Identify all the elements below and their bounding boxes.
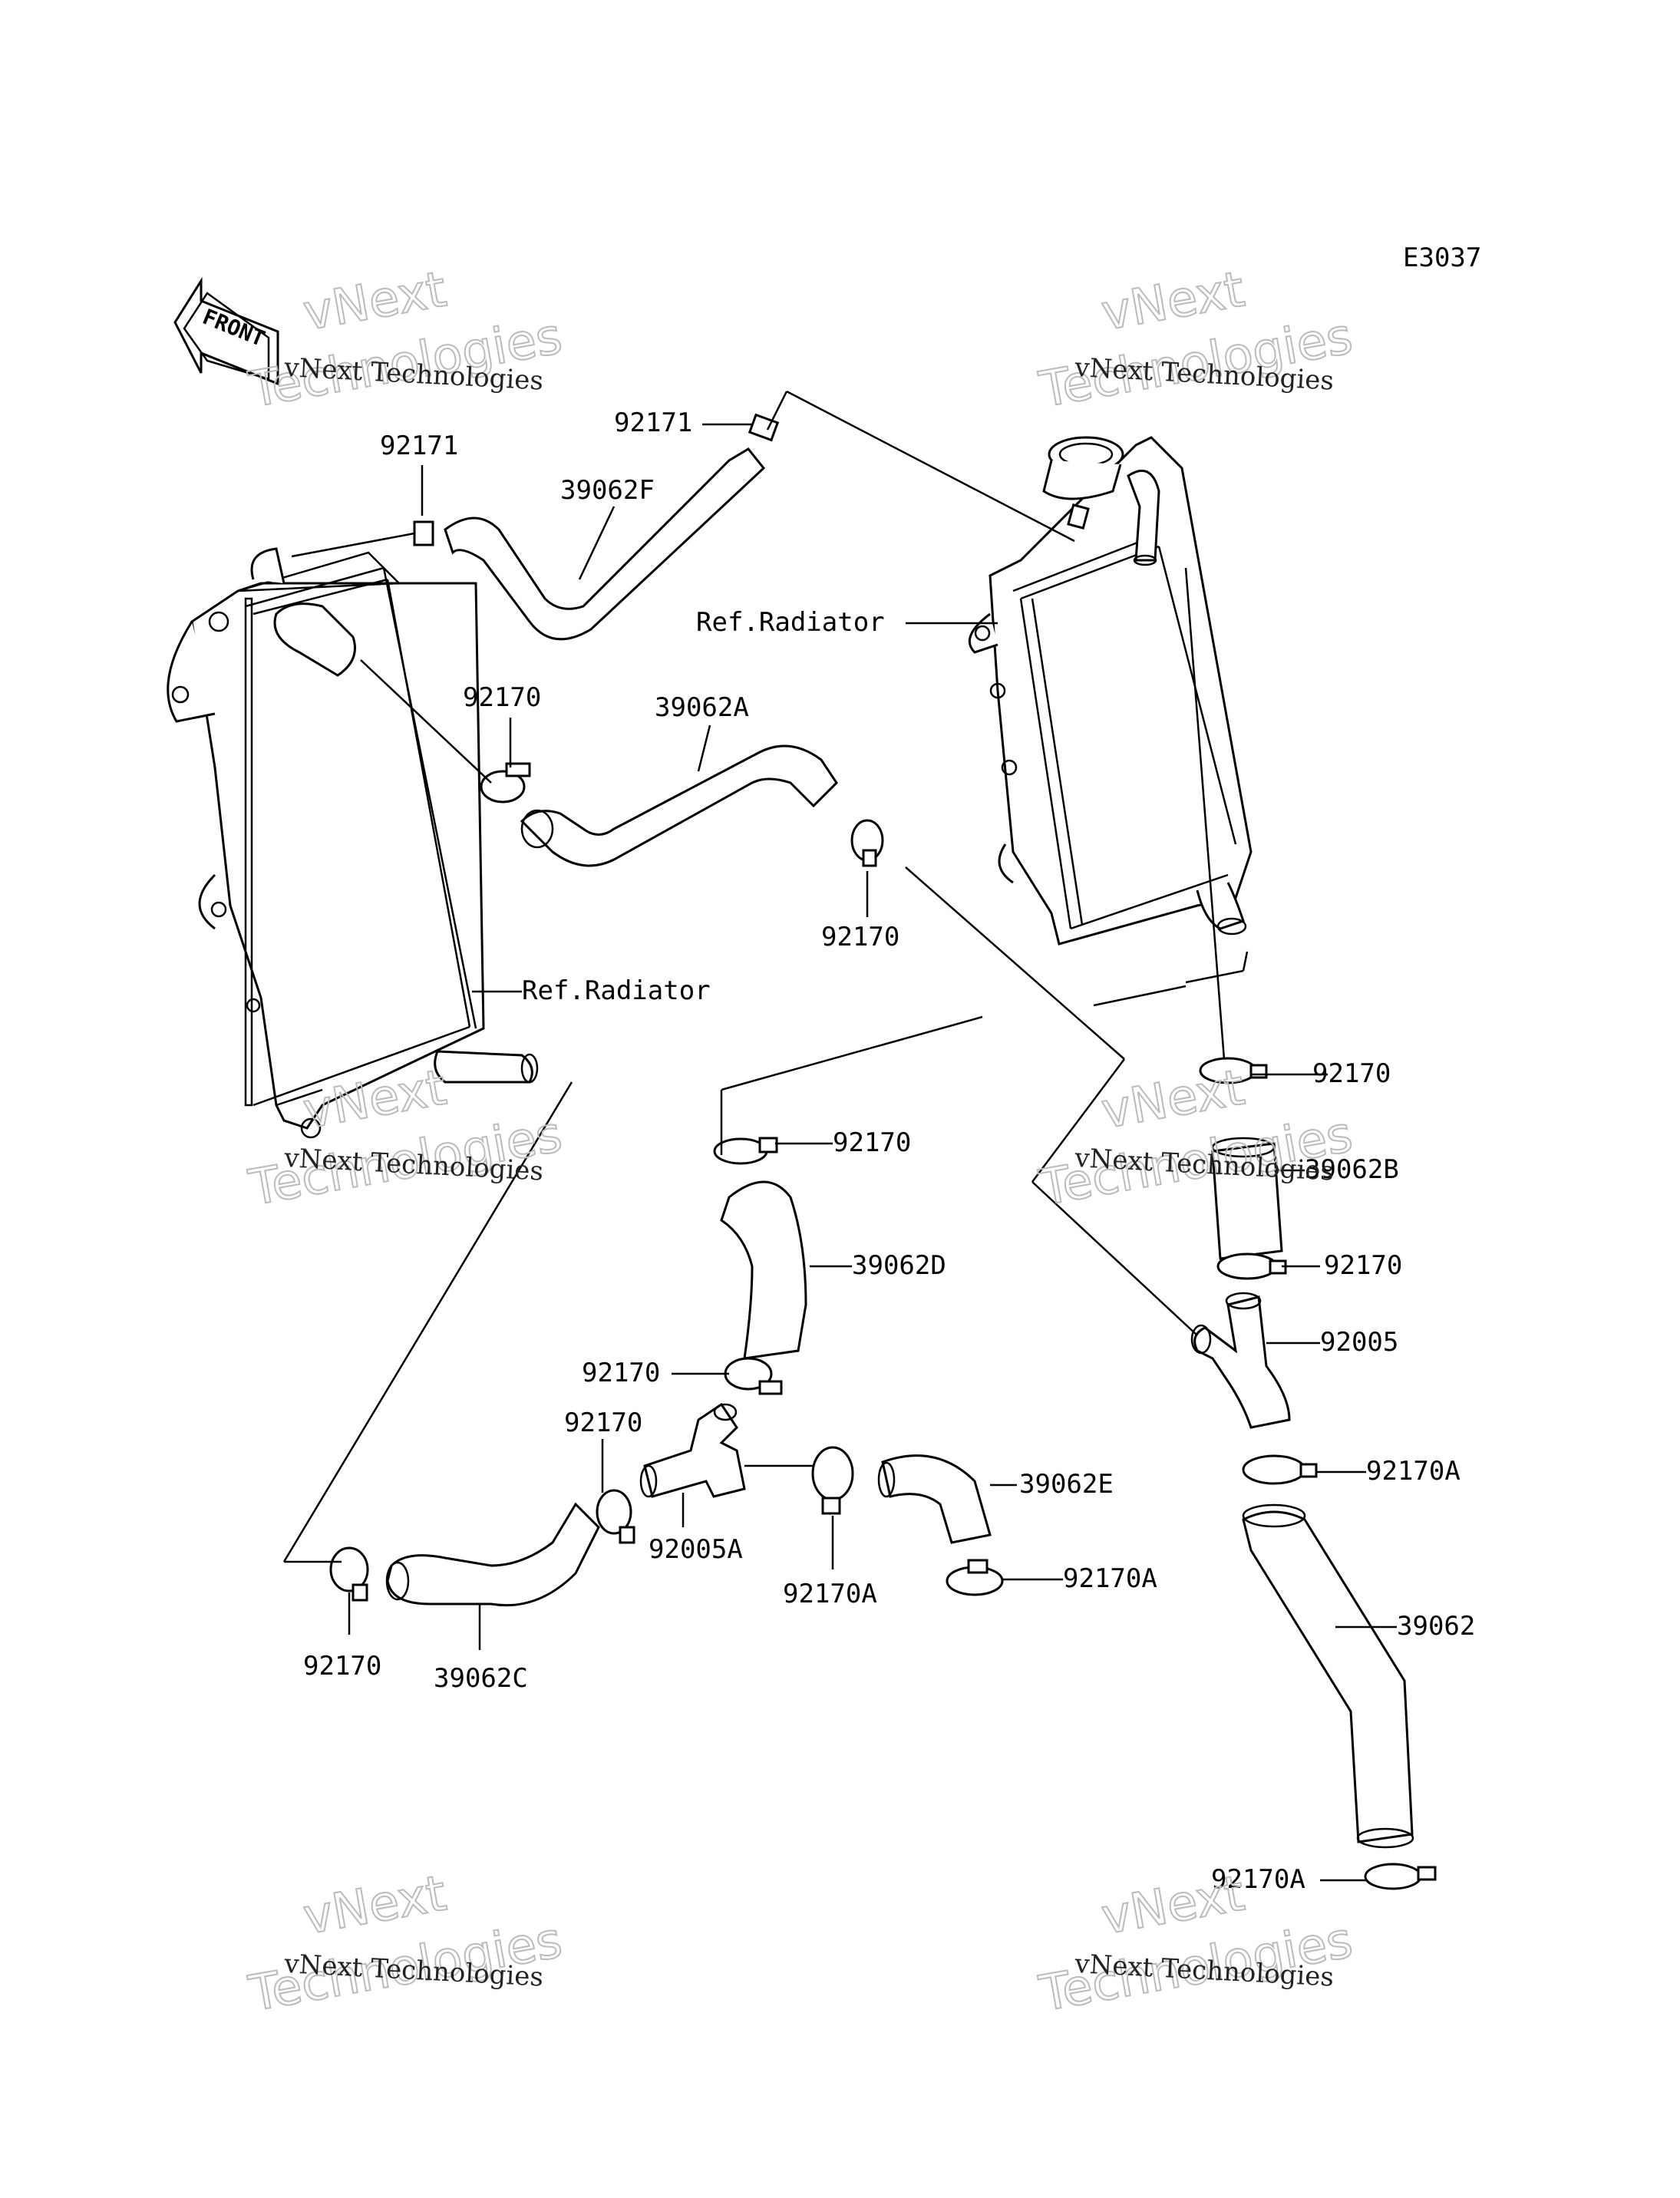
fitting-92005A (643, 1402, 746, 1498)
clamp-92170A-b (811, 1446, 854, 1501)
label-92171-left: 92171 (380, 431, 458, 461)
diagram-code: E3037 (1403, 243, 1481, 273)
label-39062C: 39062C (434, 1663, 528, 1694)
hose-39062D (720, 1180, 807, 1360)
watermark-top-right: vNext Technologies vNext Technologies (1035, 260, 1358, 420)
left-radiator (167, 547, 539, 1139)
label-ref-radiator-left: Ref.Radiator (522, 975, 711, 1006)
label-39062B: 39062B (1305, 1154, 1399, 1185)
label-39062D: 39062D (852, 1250, 946, 1281)
label-92170-g: 92170 (564, 1408, 642, 1438)
label-92171-top: 92171 (614, 408, 692, 438)
clamp-92171-top (748, 413, 780, 442)
fitting-92005 (1193, 1295, 1291, 1429)
label-92170-e: 92170 (1324, 1250, 1402, 1281)
clamp-92170-h (329, 1546, 369, 1592)
label-ref-radiator-right: Ref.Radiator (696, 607, 885, 638)
hose-39062 (1242, 1510, 1414, 1843)
hose-39062F (444, 447, 766, 641)
label-92170-a: 92170 (463, 682, 541, 713)
label-92170A-b: 92170A (783, 1579, 877, 1609)
label-39062E: 39062E (1019, 1469, 1114, 1500)
clamp-92170A-a (1242, 1454, 1306, 1485)
label-92170-d: 92170 (833, 1127, 911, 1158)
clamp-92170-g (596, 1489, 632, 1535)
watermark-top-left: vNext Technologies vNext Technologies (244, 260, 567, 420)
hose-39062B (1211, 1142, 1283, 1260)
clamp-92171-left (413, 520, 434, 546)
leader-lines (282, 390, 1397, 1882)
label-92170-h: 92170 (303, 1651, 381, 1682)
clamp-92170-e (1216, 1252, 1278, 1280)
clamp-92170A-d (1364, 1863, 1422, 1890)
hose-39062C (386, 1502, 600, 1607)
watermark-bottom-right: vNext Technologies vNext Technologies (1035, 1864, 1358, 2024)
label-92170-c: 92170 (1312, 1058, 1391, 1089)
label-92170A-d: 92170A (1211, 1864, 1305, 1895)
hose-39062E (881, 1454, 992, 1544)
label-92170-b: 92170 (821, 922, 899, 952)
label-92170A-c: 92170A (1063, 1563, 1157, 1594)
svg-text:vNext: vNext (299, 261, 451, 342)
label-92005: 92005 (1320, 1327, 1398, 1358)
label-39062: 39062 (1397, 1611, 1475, 1642)
watermark-bottom-left: vNext Technologies vNext Technologies (244, 1864, 567, 2024)
watermark-mid-right: vNext Technologies vNext Technologies (1035, 1058, 1358, 1218)
label-92170A-a: 92170A (1366, 1456, 1461, 1487)
svg-text:vNext: vNext (299, 1865, 451, 1946)
clamp-92170-a (480, 770, 526, 804)
hose-39062A (520, 744, 838, 867)
right-radiator (968, 436, 1253, 946)
label-39062A: 39062A (655, 692, 749, 723)
label-92170-f: 92170 (582, 1358, 660, 1388)
label-39062F: 39062F (560, 475, 655, 506)
label-92005A: 92005A (649, 1534, 743, 1565)
